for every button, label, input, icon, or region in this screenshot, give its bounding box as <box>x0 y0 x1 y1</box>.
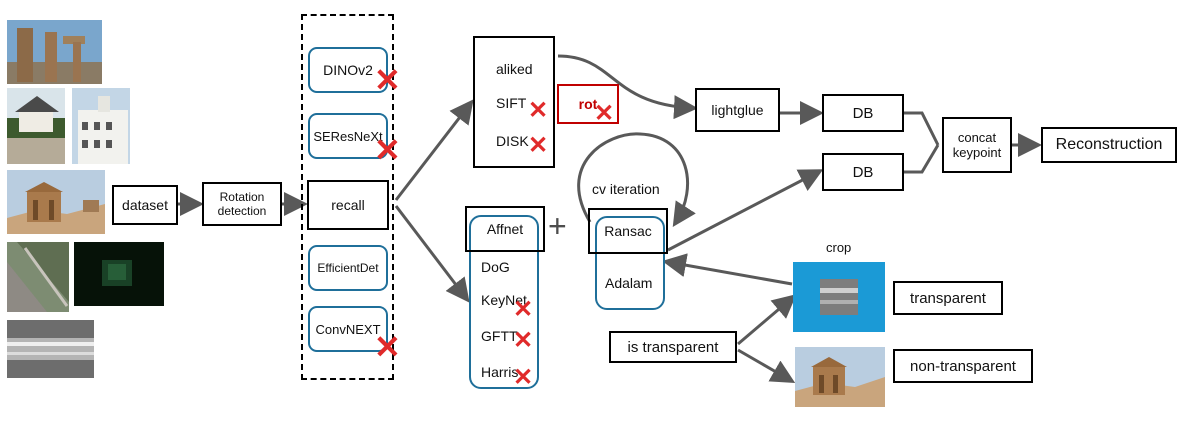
rotation-detection-node: Rotation detection <box>202 182 282 226</box>
detector-label-affnet: Affnet <box>486 221 524 237</box>
concat-keypoint-node: concat keypoint <box>942 117 1012 173</box>
db-bottom-label: DB <box>852 163 874 181</box>
recall-model-convnext: ConvNEXT <box>308 306 388 352</box>
sample-image-pavilion <box>7 88 65 164</box>
red-x-icon: ✕ <box>594 100 615 127</box>
recall-model-label: EfficientDet <box>317 261 379 275</box>
reconstruction-label: Reconstruction <box>1055 136 1163 153</box>
detector-label-gftt: GFTT <box>481 328 518 344</box>
arrow-aliked-lightglue <box>557 54 698 120</box>
arrow-recall-affnet <box>394 205 470 303</box>
is-transparent-label: is transparent <box>627 338 719 356</box>
ransac-node: Ransac <box>588 208 668 254</box>
rot-node: rot <box>557 84 619 124</box>
detector-group <box>469 215 539 389</box>
concat-keypoint-label: concat keypoint <box>952 130 1002 160</box>
recall-group <box>301 14 394 380</box>
sample-image-white-building <box>72 88 130 164</box>
connector-db-top-concat <box>904 111 940 146</box>
recall-label: recall <box>331 197 365 213</box>
dataset-node: dataset <box>112 185 178 225</box>
recall-model-efficientdet: EfficientDet <box>308 245 388 291</box>
red-x-icon: ✕ <box>513 364 534 391</box>
feature-extractor-box <box>473 36 555 168</box>
recall-model-label: DINOv2 <box>323 62 373 78</box>
recall-model-seresnext: SEResNeXt <box>308 113 388 159</box>
adalam-label: Adalam <box>605 275 653 291</box>
sample-image-stone-ground <box>7 242 69 312</box>
red-x-icon: ✕ <box>374 329 401 365</box>
db-top-label: DB <box>852 104 874 122</box>
arrow-crop-adalam <box>662 253 793 286</box>
red-x-icon: ✕ <box>528 97 549 124</box>
sample-image-dark-green <box>74 242 164 306</box>
transparent-node: transparent <box>893 281 1003 315</box>
arrow-is-transparent-image <box>737 348 796 383</box>
extractor-disk: DISK <box>496 133 529 149</box>
ransac-label: Ransac <box>604 223 652 239</box>
red-x-icon: ✕ <box>513 327 534 354</box>
extractor-aliked: aliked <box>496 61 533 77</box>
sample-image-glass-tube <box>7 320 94 378</box>
extractor-sift: SIFT <box>496 95 527 111</box>
recall-node: recall <box>307 180 389 230</box>
matcher-group <box>595 216 665 310</box>
sample-image-arch <box>7 20 102 84</box>
db-top-node: DB <box>822 94 904 132</box>
crop-image <box>793 262 885 332</box>
sample-image-ruins <box>7 170 105 234</box>
lightglue-label: lightglue <box>711 102 764 118</box>
reconstruction-node: Reconstruction <box>1041 127 1177 163</box>
arrow-is-transparent-crop <box>737 294 797 346</box>
rot-label: rot <box>578 96 598 112</box>
crop-label: crop <box>826 240 852 255</box>
detector-label-dog: DoG <box>481 259 510 275</box>
arrow-ransac-db <box>667 169 824 252</box>
rotation-detection-label: Rotation detection <box>217 190 267 218</box>
transparent-label: transparent <box>910 289 986 307</box>
non-transparent-node: non-transparent <box>893 349 1033 383</box>
non-transparent-image <box>795 347 885 407</box>
recall-model-label: ConvNEXT <box>315 321 381 337</box>
cv-iteration-label: cv iteration <box>592 181 660 197</box>
detector-label-harris: Harris <box>481 364 519 380</box>
arrow-recall-aliked <box>394 99 474 201</box>
red-x-icon: ✕ <box>374 132 401 168</box>
red-x-icon: ✕ <box>513 296 534 323</box>
lightglue-node: lightglue <box>695 88 780 132</box>
dataset-label: dataset <box>122 197 168 213</box>
db-bottom-node: DB <box>822 153 904 191</box>
non-transparent-label: non-transparent <box>910 357 1016 375</box>
red-x-icon: ✕ <box>528 132 549 159</box>
connector-db-bottom-concat <box>904 144 940 174</box>
detector-label-keynet: KeyNet <box>481 292 527 308</box>
is-transparent-node: is transparent <box>609 331 737 363</box>
plus-sign: + <box>548 208 567 244</box>
arrow-cv-iteration-loop <box>577 132 696 228</box>
recall-model-dinov2: DINOv2 <box>308 47 388 93</box>
affnet-node: Affnet <box>465 206 545 252</box>
red-x-icon: ✕ <box>374 62 401 98</box>
recall-model-label: SEResNeXt <box>313 128 383 144</box>
